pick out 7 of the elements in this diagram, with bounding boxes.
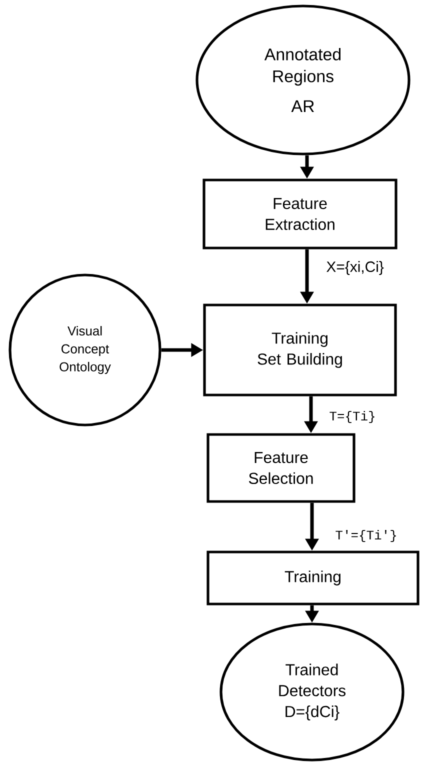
edge-label: X={xi,Ci} (325, 260, 385, 276)
process-box: Training Set Building (203, 304, 397, 396)
process-box: Feature Selection (206, 433, 356, 503)
edge-label: T'={Ti'} (334, 528, 398, 544)
process-box: Training (206, 550, 420, 606)
edge-label: T={Ti} (328, 410, 377, 424)
process-box: Feature Extraction (202, 178, 398, 250)
